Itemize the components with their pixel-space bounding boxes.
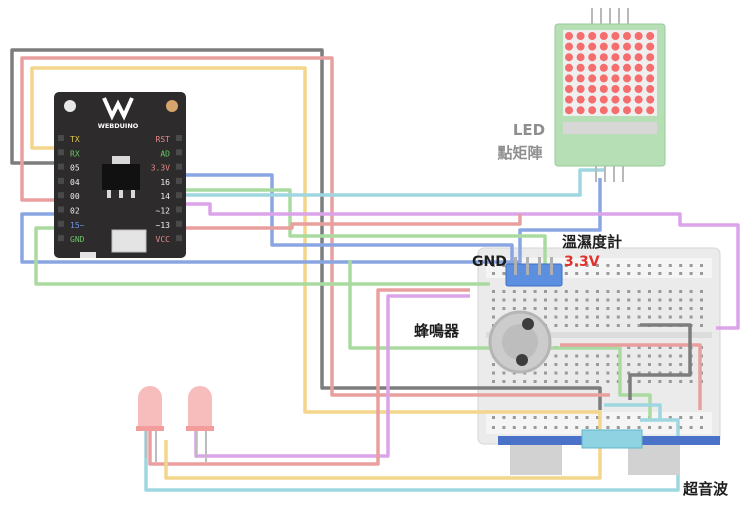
wire-red-right — [560, 343, 702, 410]
left-pin-label: 05 — [70, 164, 80, 173]
gnd-label: GND — [472, 254, 507, 270]
ultrasonic-sensor — [498, 429, 720, 475]
right-pin-label: ~12 — [156, 207, 171, 216]
right-pin-label: VCC — [156, 235, 171, 244]
right-pin-label: ~13 — [156, 221, 171, 230]
right-pin-label: 14 — [160, 192, 170, 201]
wire-blue-15 — [20, 178, 602, 264]
wire-purple-12 — [182, 202, 740, 330]
wire-gray-right — [628, 323, 692, 400]
left-pin-label: RX — [70, 149, 80, 158]
led-matrix-sublabel: 點矩陣 — [497, 144, 542, 162]
left-pin-label: 04 — [70, 178, 80, 187]
led-1 — [136, 386, 164, 462]
wire-cyan-us — [144, 418, 680, 492]
wires — [10, 48, 740, 492]
wire-red-vcc — [182, 214, 522, 230]
wire-yellow-top — [30, 66, 602, 430]
left-pin-label: 02 — [70, 207, 80, 216]
webduino-logo — [102, 97, 134, 121]
v33-label: 3.3V — [564, 254, 600, 270]
buzzer-label: 蜂鳴器 — [414, 322, 460, 340]
wire-green-14 — [182, 188, 547, 282]
humidity-label: 溫濕度計 — [562, 233, 622, 251]
left-pin-label: 00 — [70, 192, 80, 201]
board-brand-text: WEBDUINO — [98, 122, 139, 130]
left-pin-label: 15~ — [70, 221, 85, 230]
wire-green-right — [348, 260, 652, 420]
led-matrix-module — [554, 8, 666, 182]
ultrasonic-label: 超音波 — [682, 480, 729, 498]
wire-yellow-us — [164, 440, 602, 480]
right-pin-label: RST — [156, 135, 171, 144]
buzzer — [488, 310, 552, 374]
humidity-sensor-header — [505, 257, 563, 287]
wire-blue-16 — [182, 173, 514, 282]
webduino-board — [54, 92, 186, 258]
led-2 — [186, 386, 214, 462]
left-pin-label: TX — [70, 135, 80, 144]
wire-gray-tx — [10, 48, 602, 410]
wire-cyan-short — [604, 403, 662, 420]
left-pin-labels: TX RX 05 04 00 02 15~ GND — [70, 135, 85, 244]
led-matrix-label: LED — [513, 121, 545, 139]
right-pin-label: AD — [160, 149, 170, 158]
left-pin-label: GND — [70, 235, 85, 244]
wire-red-led — [148, 288, 470, 466]
right-pin-label: 16 — [160, 178, 170, 187]
wire-cyan-matrix — [182, 168, 606, 197]
right-pin-label: 3.3V — [151, 164, 170, 173]
wire-green-gnd — [34, 226, 490, 286]
